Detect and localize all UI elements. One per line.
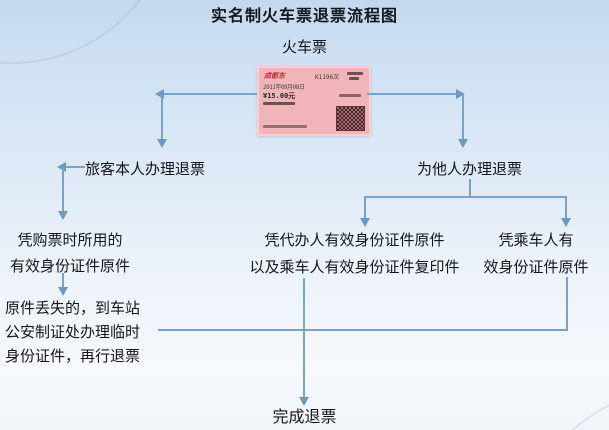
arrowhead-lost-note	[58, 287, 68, 296]
ticket-smudge-2	[349, 77, 359, 80]
node-self-requirement: 凭购票时所用的 有效身份证件原件	[2, 227, 138, 279]
node-finish: 完成退票	[272, 407, 337, 426]
connector-merge-h	[158, 329, 568, 331]
ticket-label: 火车票	[281, 38, 327, 56]
ticket-smudge-1	[347, 72, 363, 75]
arrowhead-self-left	[57, 162, 66, 172]
node-others-branch: 为他人办理退票	[417, 160, 523, 178]
node-self-branch: 旅客本人办理退票	[85, 160, 206, 178]
self-requirement-line2: 有效身份证件原件	[9, 257, 130, 275]
arrowhead-agent-req	[360, 218, 370, 227]
lost-note-line2: 公安制证处办理临时	[5, 323, 141, 341]
connector-lost-v	[62, 273, 64, 288]
ticket-smudge-5	[263, 125, 307, 128]
self-requirement-line1: 凭购票时所用的	[17, 231, 123, 249]
ticket-smudge-4	[339, 94, 361, 97]
node-lost-note: 原件丢失的，到车站 公安制证处办理临时 身份证件，再行退票	[5, 296, 140, 368]
lost-note-line1: 原件丢失的，到车站	[5, 299, 141, 317]
connector-rider-v	[565, 198, 567, 219]
connector-right-branch-v	[462, 95, 464, 140]
agent-requirement-line1: 凭代办人有效身份证件原件	[264, 231, 445, 249]
ticket-qr-code	[336, 106, 365, 131]
arrowhead-self-req	[58, 211, 68, 220]
connector-ticket-left-h	[164, 93, 257, 95]
arrowhead-left-branch	[155, 89, 164, 99]
arrowhead-down-others-branch	[458, 139, 468, 148]
connector-self-left-h	[66, 166, 85, 168]
arrowhead-finish	[299, 397, 309, 406]
rider-requirement-line2: 效身份证件原件	[483, 258, 589, 276]
rider-requirement-line1: 凭乘车人有	[498, 231, 574, 249]
connector-center-v	[303, 278, 305, 398]
arrowhead-down-self-branch	[157, 139, 167, 148]
agent-requirement-line2: 以及乘车人有效身份证件复印件	[249, 258, 460, 276]
lost-note-line3: 身份证件，再行退票	[5, 347, 141, 365]
connector-others-stub-v	[469, 179, 471, 197]
connector-ticket-right-h	[367, 93, 456, 95]
node-rider-requirement: 凭乘车人有 效身份证件原件	[477, 227, 595, 281]
ticket-smudge-3	[263, 102, 295, 105]
ticket-date-text: 2011年09月08日	[263, 84, 305, 91]
connector-others-split-h	[364, 196, 567, 198]
connector-agent-v	[364, 198, 366, 219]
node-agent-requirement: 凭代办人有效身份证件原件 以及乘车人有效身份证件复印件	[237, 227, 472, 281]
connector-rider-merge-v	[566, 277, 568, 330]
page-title: 实名制火车票退票流程图	[210, 6, 398, 25]
ticket-price-text: ¥15.00元	[263, 92, 296, 100]
connector-self-down-v	[62, 168, 64, 212]
arrowhead-right-branch	[456, 89, 465, 99]
arrowhead-rider-req	[561, 218, 571, 227]
ticket-station-text: 成都东	[264, 72, 285, 80]
train-ticket-image: 成都东 K1196次 2011年09月08日 ¥15.00元	[257, 66, 371, 136]
ticket-train-number: K1196次	[315, 74, 340, 81]
connector-left-branch-v	[161, 95, 163, 140]
